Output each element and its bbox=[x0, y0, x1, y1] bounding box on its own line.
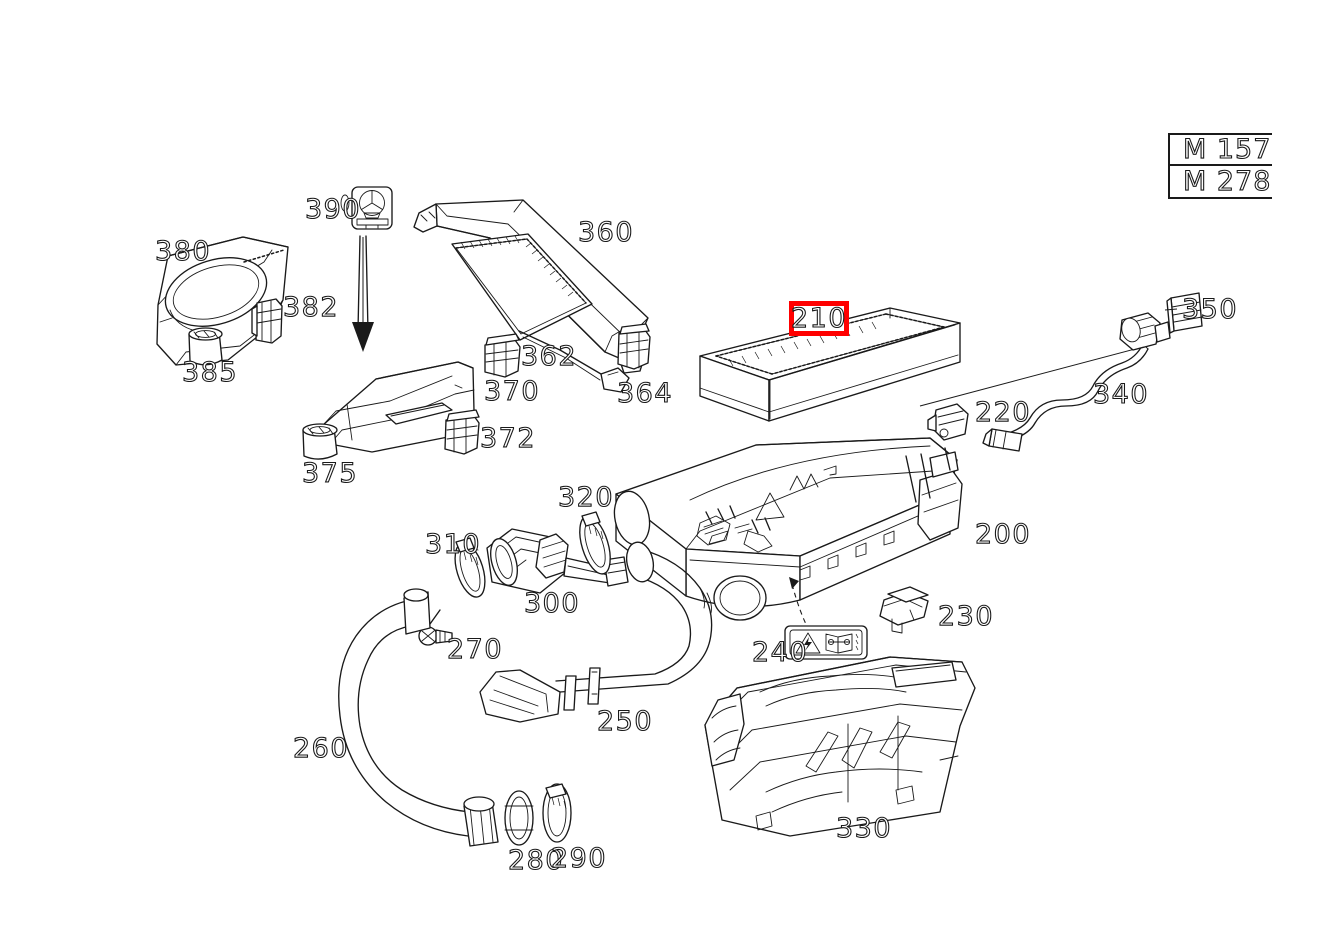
callout-label-360[interactable]: 360 bbox=[577, 217, 635, 248]
callout-label-372[interactable]: 372 bbox=[479, 423, 537, 454]
callout-label-382[interactable]: 382 bbox=[282, 292, 340, 323]
callout-label-385[interactable]: 385 bbox=[181, 357, 239, 388]
part-220-connector bbox=[927, 403, 969, 441]
callout-label-340[interactable]: 340 bbox=[1092, 379, 1150, 410]
callout-label-240[interactable]: 240 bbox=[751, 637, 809, 668]
part-260-intake-hose bbox=[338, 588, 499, 847]
part-200-air-cleaner-housing bbox=[613, 437, 963, 633]
part-280-seal-ring bbox=[504, 790, 534, 846]
callout-label-364[interactable]: 364 bbox=[616, 378, 674, 409]
callout-label-290[interactable]: 290 bbox=[550, 843, 608, 874]
callout-label-230[interactable]: 230 bbox=[937, 601, 995, 632]
callout-label-300[interactable]: 300 bbox=[523, 588, 581, 619]
part-385-grommet bbox=[188, 327, 223, 366]
callout-label-370[interactable]: 370 bbox=[483, 376, 541, 407]
part-300-maf-sensor bbox=[486, 528, 629, 594]
part-382-clip bbox=[251, 298, 283, 344]
part-390-emblem bbox=[340, 186, 393, 230]
engine-row-0: M 157 bbox=[1170, 133, 1272, 166]
part-372-clip bbox=[444, 409, 480, 455]
amg-logo-emboss bbox=[708, 465, 837, 545]
part-375-grommet bbox=[302, 423, 338, 460]
callout-label-362[interactable]: 362 bbox=[520, 341, 578, 372]
part-320-clamp bbox=[579, 511, 611, 575]
engine-applicability-box: M 157 M 278 bbox=[1168, 133, 1272, 199]
callout-label-280[interactable]: 280 bbox=[507, 845, 565, 876]
callout-label-260[interactable]: 260 bbox=[292, 733, 350, 764]
callout-label-220[interactable]: 220 bbox=[974, 397, 1032, 428]
callout-label-310[interactable]: 310 bbox=[424, 529, 482, 560]
engine-code: M 157 bbox=[1182, 133, 1272, 165]
part-230-spring-clip bbox=[879, 586, 929, 634]
part-210-air-filter-element bbox=[699, 307, 961, 422]
callout-label-270[interactable]: 270 bbox=[446, 634, 504, 665]
part-364-clip bbox=[617, 323, 651, 370]
part-310-clamp bbox=[454, 537, 486, 598]
part-250-intake-duct bbox=[479, 541, 713, 723]
callout-label-350[interactable]: 350 bbox=[1181, 294, 1239, 325]
part-360-upper-cover bbox=[413, 199, 649, 393]
callout-label-200[interactable]: 200 bbox=[974, 519, 1032, 550]
engine-code: M 278 bbox=[1182, 165, 1272, 197]
part-290-clamp bbox=[542, 783, 572, 843]
engine-row-1: M 278 bbox=[1170, 165, 1272, 199]
callout-label-330[interactable]: 330 bbox=[835, 813, 893, 844]
callout-label-250[interactable]: 250 bbox=[596, 706, 654, 737]
callout-label-390[interactable]: 390 bbox=[304, 194, 362, 225]
callout-label-375[interactable]: 375 bbox=[301, 458, 359, 489]
part-240-warning-sticker bbox=[784, 625, 868, 660]
highlighted-callout-210[interactable]: 210 bbox=[789, 301, 849, 336]
part-270-bolt bbox=[418, 609, 453, 646]
part-362-clip bbox=[484, 333, 521, 378]
housing-connector-cluster bbox=[696, 505, 773, 553]
callout-label-380[interactable]: 380 bbox=[154, 236, 212, 267]
part-220-plug bbox=[982, 428, 1023, 452]
callout-label-320[interactable]: 320 bbox=[557, 482, 615, 513]
part-350-bracket bbox=[1166, 292, 1203, 334]
part-390-mount-arrow bbox=[352, 235, 374, 352]
part-350-sensor bbox=[1119, 312, 1171, 351]
part-330-manifold bbox=[704, 656, 976, 837]
callout-label-210: 210 bbox=[790, 303, 848, 334]
